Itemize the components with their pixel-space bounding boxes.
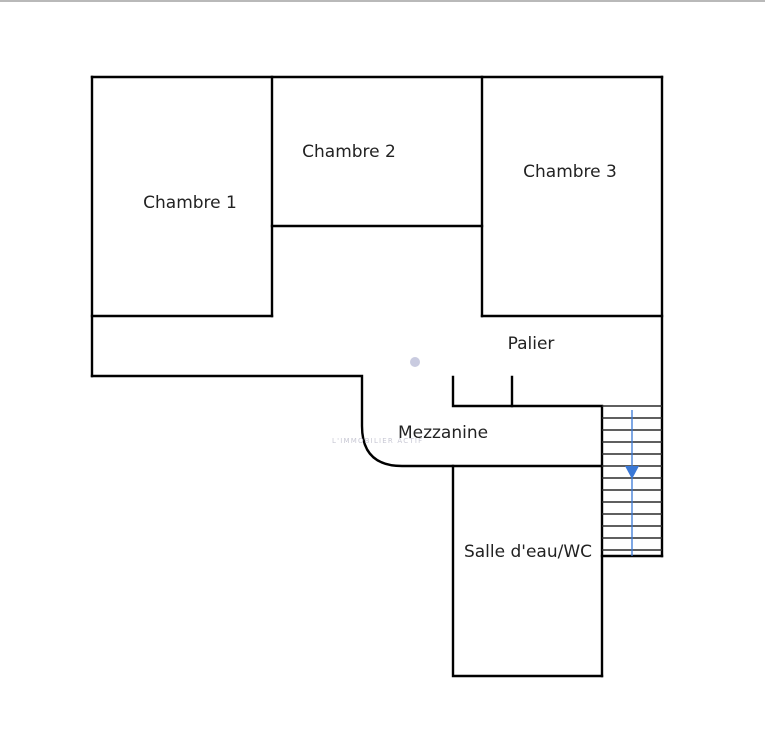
wall-niche [451,375,514,408]
wall-salle-eau [451,464,604,678]
room-label-chambre2: Chambre 2 [302,142,396,162]
room-label-mezzanine: Mezzanine [398,423,488,443]
stair-arrow-icon [625,466,639,479]
room-label-chambre3: Chambre 3 [523,162,617,182]
top-border-line [0,0,765,2]
wall-mezzanine-right [510,404,604,678]
room-label-salle-eau: Salle d'eau/WC [464,542,592,562]
room-label-chambre1: Chambre 1 [143,193,237,213]
staircase [602,405,662,556]
wall-mezzanine-curve [90,374,604,468]
room-label-palier: Palier [508,334,555,354]
watermark-text: L'IMMOBILIER ACTIF [332,437,423,445]
dot-marker-icon [410,357,420,367]
floor-plan-walls [90,75,664,678]
